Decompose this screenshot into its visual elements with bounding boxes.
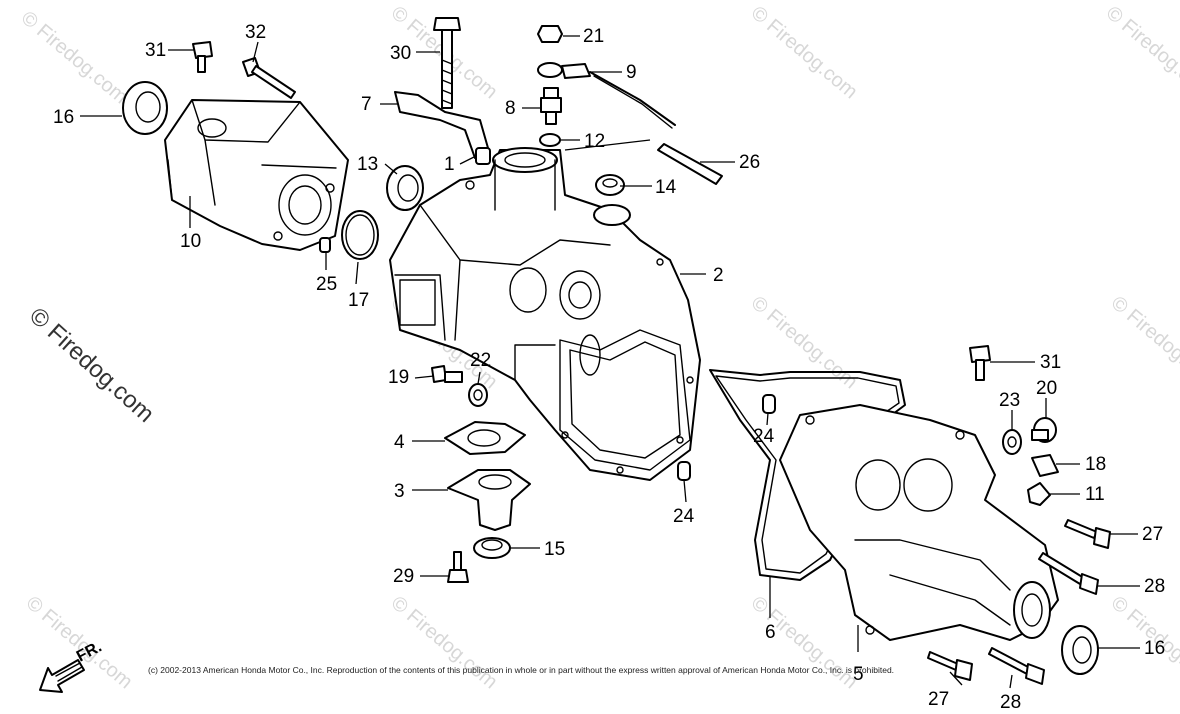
bolt-28-upper <box>1038 552 1099 595</box>
watermark: © Firedog.com <box>17 7 132 108</box>
callout-21: 21 <box>583 26 604 47</box>
callout-23: 23 <box>999 390 1020 411</box>
gasket-4 <box>444 421 526 455</box>
copyright-notice: (c) 2002-2013 American Honda Motor Co., … <box>148 665 894 675</box>
watermark: © Firedog.com <box>387 592 502 693</box>
bracket-11 <box>1027 482 1051 506</box>
callout-15: 15 <box>544 539 565 560</box>
callout-10: 10 <box>180 231 201 252</box>
watermark: © Firedog.com <box>1102 2 1180 103</box>
bolt-31-right <box>969 345 991 381</box>
washer-22 <box>468 383 488 407</box>
callout-28: 28 <box>1000 692 1021 713</box>
switch-8 <box>540 87 562 125</box>
callout-25: 25 <box>316 274 337 295</box>
callout-31: 31 <box>145 40 166 61</box>
bolt-19 <box>431 365 463 383</box>
seal-14 <box>595 174 625 196</box>
nut-21 <box>537 25 563 43</box>
bolt-32 <box>242 57 296 99</box>
callout-11: 11 <box>1085 484 1105 505</box>
callout-20: 20 <box>1036 378 1057 399</box>
bolt-29 <box>447 551 469 583</box>
leader-lines <box>80 35 1140 689</box>
cover-3 <box>447 469 531 531</box>
callout-3: 3 <box>394 481 405 502</box>
o-ring-17 <box>341 210 379 260</box>
callout-27: 27 <box>1142 524 1163 545</box>
dowel-pin-24-upper <box>762 394 776 414</box>
bolt-27-upper <box>1064 519 1111 549</box>
callout-2: 2 <box>713 265 724 286</box>
watermark: © Firedog.com <box>1107 292 1180 393</box>
oil-seal-16-right <box>1061 625 1099 675</box>
callout-18: 18 <box>1085 454 1106 475</box>
bolt-28-lower <box>988 647 1045 685</box>
right-cover-5 <box>779 404 1059 641</box>
callout-8: 8 <box>505 98 516 119</box>
callout-24: 24 <box>673 506 695 527</box>
callout-27: 27 <box>928 689 949 710</box>
breather-1 <box>475 147 491 165</box>
callout-19: 19 <box>388 367 409 388</box>
callout-9: 9 <box>626 62 637 83</box>
callout-22: 22 <box>470 350 491 371</box>
bolt-31-left <box>192 41 213 73</box>
front-arrow-icon <box>39 659 85 693</box>
bolt-30 <box>433 17 461 109</box>
callout-32: 32 <box>245 22 266 43</box>
callout-4: 4 <box>394 432 405 453</box>
transmission-case-2 <box>389 147 701 481</box>
extension-housing-10 <box>164 99 349 251</box>
callout-17: 17 <box>348 290 369 311</box>
plug-20 <box>1031 417 1057 443</box>
bearing-13 <box>386 165 424 211</box>
watermark: © Firedog.com <box>747 2 862 103</box>
callout-29: 29 <box>393 566 414 587</box>
callout-7: 7 <box>361 94 372 115</box>
callout-16: 16 <box>53 107 74 128</box>
callout-6: 6 <box>765 622 776 643</box>
callout-16: 16 <box>1144 638 1165 659</box>
shaft-26 <box>657 143 723 185</box>
callout-28: 28 <box>1144 576 1165 597</box>
callout-1: 1 <box>444 154 455 175</box>
seal-15 <box>473 537 511 559</box>
clamp-18 <box>1031 454 1059 477</box>
callout-30: 30 <box>390 43 411 64</box>
callout-5: 5 <box>853 664 864 685</box>
oil-seal-16-left <box>122 81 168 135</box>
callout-24: 24 <box>753 426 775 447</box>
washer-23 <box>1002 429 1022 455</box>
front-direction-indicator: FR. <box>39 638 105 693</box>
watermark: © Firedog.com <box>22 592 137 693</box>
bolt-27-lower <box>927 651 973 681</box>
callout-numbers: 31 32 16 10 13 17 25 30 7 1 21 9 8 12 14… <box>53 22 1165 713</box>
callout-26: 26 <box>739 152 760 173</box>
cable-9 <box>537 62 676 129</box>
watermark: © Firedog.com <box>747 592 862 693</box>
washer-12 <box>539 133 561 147</box>
side-watermark: © Firedog.com <box>24 302 159 428</box>
callout-31: 31 <box>1040 352 1061 373</box>
callout-12: 12 <box>584 131 605 152</box>
dowel-pin-25 <box>319 237 331 253</box>
callout-14: 14 <box>655 177 677 198</box>
dowel-pin-24-lower <box>677 461 691 481</box>
callout-13: 13 <box>357 154 378 175</box>
